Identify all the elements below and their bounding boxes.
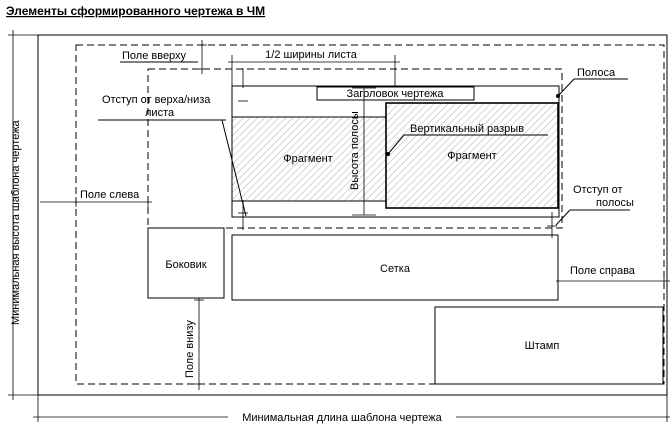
grid-label: Сетка: [380, 263, 411, 275]
strip-height-label: Высота полосы: [349, 111, 361, 190]
offset-from-strip-label-2: полосы: [596, 197, 634, 209]
fragment-left-box: [231, 116, 387, 202]
min-height-label: Минимальная высота шаблона чертежа: [10, 119, 22, 325]
stamp-label: Штамп: [525, 340, 560, 352]
sidebar-label: Боковик: [165, 259, 206, 271]
offset-top-bottom-label-1: Отступ от верха/низа: [102, 94, 211, 106]
min-length-label-bg: [228, 409, 456, 425]
drawing-header-label: Заголовок чертежа: [347, 88, 445, 100]
right-margin-label: Поле справа: [570, 265, 636, 277]
fragment-right-label: Фрагмент: [447, 150, 496, 162]
vertical-break-dot: [386, 152, 390, 156]
bottom-margin-label: Поле внизу: [184, 320, 196, 378]
vertical-break-label: Вертикальный разрыв: [410, 123, 524, 135]
strip-dot: [556, 94, 560, 98]
fragment-right-box: [385, 102, 559, 209]
margin-boundary: [75, 44, 665, 385]
diagram-title: Элементы сформированного чертежа в ЧМ: [6, 4, 265, 18]
sidebar-box: [147, 227, 225, 299]
half-width-label: 1/2 ширины листа: [265, 49, 358, 61]
offset-from-strip-label-1: Отступ от: [573, 184, 623, 196]
stamp-box: [434, 306, 664, 385]
template-frame: [37, 34, 668, 396]
strip-leader: [557, 78, 575, 97]
offset-top-bottom-leader: [221, 119, 247, 217]
top-margin-label: Поле вверху: [122, 50, 187, 62]
offset-from-strip-leader: [555, 209, 571, 226]
fragment-left-label: Фрагмент: [283, 153, 332, 165]
grid-box: [231, 234, 559, 301]
strip-label: Полоса: [577, 67, 616, 79]
left-margin-label: Поле слева: [80, 189, 140, 201]
vertical-break-leader: [387, 134, 405, 155]
min-length-label: Минимальная длина шаблона чертежа: [242, 412, 442, 424]
drawing-header-box: [316, 86, 475, 101]
offset-top-bottom-label-2: листа: [145, 107, 175, 119]
